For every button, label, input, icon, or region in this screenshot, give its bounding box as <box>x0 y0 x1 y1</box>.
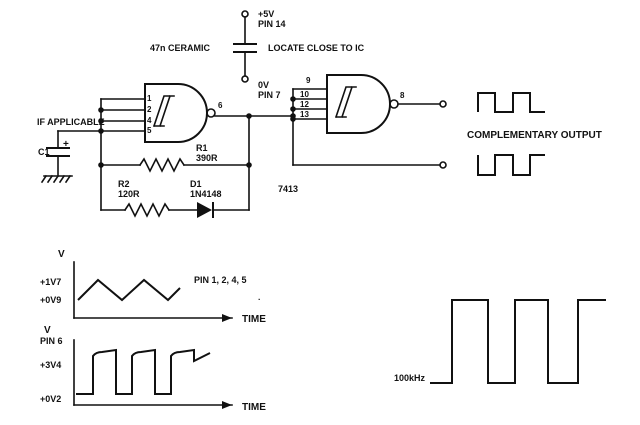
r1-ref: R1 <box>196 143 208 153</box>
gate2-pin-10: 10 <box>300 90 309 99</box>
gate1-pin-1: 1 <box>147 94 152 103</box>
graph1-triangle-wave <box>77 278 181 302</box>
supply-terminal <box>241 10 249 18</box>
gate2-pin-9: 9 <box>306 76 311 85</box>
output-label: COMPLEMENTARY OUTPUT <box>467 130 602 141</box>
d1-value: 1N4148 <box>190 189 222 199</box>
graph1-xlabel: TIME <box>242 314 266 325</box>
c1-label: C1 <box>38 147 50 157</box>
square-wave-label: 100kHz <box>394 373 426 383</box>
ground-terminal <box>241 75 249 83</box>
d1-diode <box>197 202 212 218</box>
gate2-pin-12: 12 <box>300 100 309 109</box>
r1-resistor <box>138 157 186 173</box>
gate2-pin-8: 8 <box>400 91 405 100</box>
r1-value: 390R <box>196 153 218 163</box>
graph2-tick-high: +3V4 <box>40 360 61 370</box>
r2-resistor <box>123 202 171 218</box>
nand-gate-2 <box>326 74 399 134</box>
supply-pin-label: PIN 14 <box>258 19 286 29</box>
gate1-pin-5: 5 <box>147 126 152 135</box>
output-terminal-top <box>439 100 447 108</box>
c1-note: IF APPLICABLE <box>37 117 105 127</box>
graph1-caption: PIN 1, 2, 4, 5 <box>194 275 247 285</box>
stray-mark: · <box>258 294 261 304</box>
gate2-inversion-bubble <box>389 99 399 109</box>
cap-hint-label: LOCATE CLOSE TO IC <box>268 43 365 53</box>
r2-value: 120R <box>118 189 140 199</box>
nand-gate-1 <box>144 83 216 143</box>
ground-voltage-label: 0V <box>258 80 269 90</box>
r2-ref: R2 <box>118 179 130 189</box>
graph1-tick-low: +0V9 <box>40 295 61 305</box>
graph2-pulse-wave <box>76 348 211 395</box>
d1-ref: D1 <box>190 179 202 189</box>
square-wave-100khz <box>430 299 606 384</box>
gate2-pin-13: 13 <box>300 110 309 119</box>
gate1-pin-2: 2 <box>147 105 152 114</box>
graph1-tick-high: +1V7 <box>40 277 61 287</box>
graph2-tick-low: +0V2 <box>40 394 61 404</box>
output-terminal-bottom <box>439 161 447 169</box>
output-wave-bottom <box>477 154 545 176</box>
c1-polarity: + <box>63 139 69 150</box>
ground-pin-label: PIN 7 <box>258 90 281 100</box>
cap-value-label: 47n CERAMIC <box>150 43 211 53</box>
graph2-xlabel: TIME <box>242 402 266 413</box>
supply-voltage-label: +5V <box>258 9 274 19</box>
graph2-ylabel2: PIN 6 <box>40 336 63 346</box>
ic-label: 7413 <box>278 184 298 194</box>
gate1-pin-4: 4 <box>147 116 152 125</box>
gate1-pin-6: 6 <box>218 101 223 110</box>
graph1-ylabel: V <box>58 249 65 260</box>
output-wave-top <box>477 92 545 113</box>
ground-symbol <box>40 174 73 184</box>
graph2-ylabel: V <box>44 325 51 336</box>
graph1-x-arrow <box>222 314 232 322</box>
graph2-x-arrow <box>222 401 232 409</box>
gate1-inversion-bubble <box>206 108 216 118</box>
